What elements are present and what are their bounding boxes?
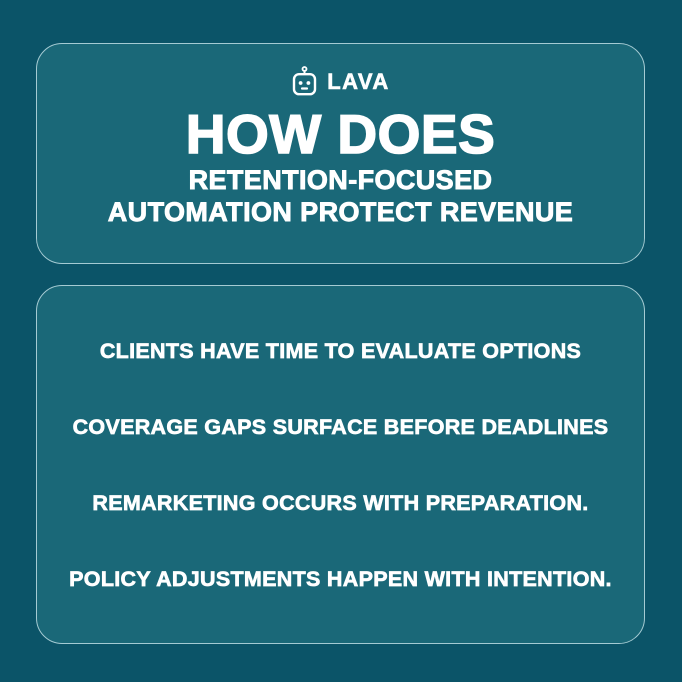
statements-card: CLIENTS HAVE TIME TO EVALUATE OPTIONS CO…: [36, 285, 645, 644]
brand-name: LAVA: [327, 69, 390, 95]
header-card: LAVA HOW DOES RETENTION-FOCUSED AUTOMATI…: [36, 43, 645, 264]
robot-icon: [291, 66, 318, 98]
statement-coverage-gaps: COVERAGE GAPS SURFACE BEFORE DEADLINES: [72, 415, 609, 440]
statement-policy-adjustments: POLICY ADJUSTMENTS HAPPEN WITH INTENTION…: [69, 567, 612, 592]
statement-clients-evaluate: CLIENTS HAVE TIME TO EVALUATE OPTIONS: [99, 339, 582, 364]
brand-logo: LAVA: [291, 65, 390, 99]
headline: HOW DOES: [185, 103, 496, 165]
statement-remarketing: REMARKETING OCCURS WITH PREPARATION.: [92, 491, 589, 516]
subheadline-line1: RETENTION-FOCUSED: [188, 165, 493, 196]
subheadline-line2: AUTOMATION PROTECT REVENUE: [107, 197, 574, 228]
